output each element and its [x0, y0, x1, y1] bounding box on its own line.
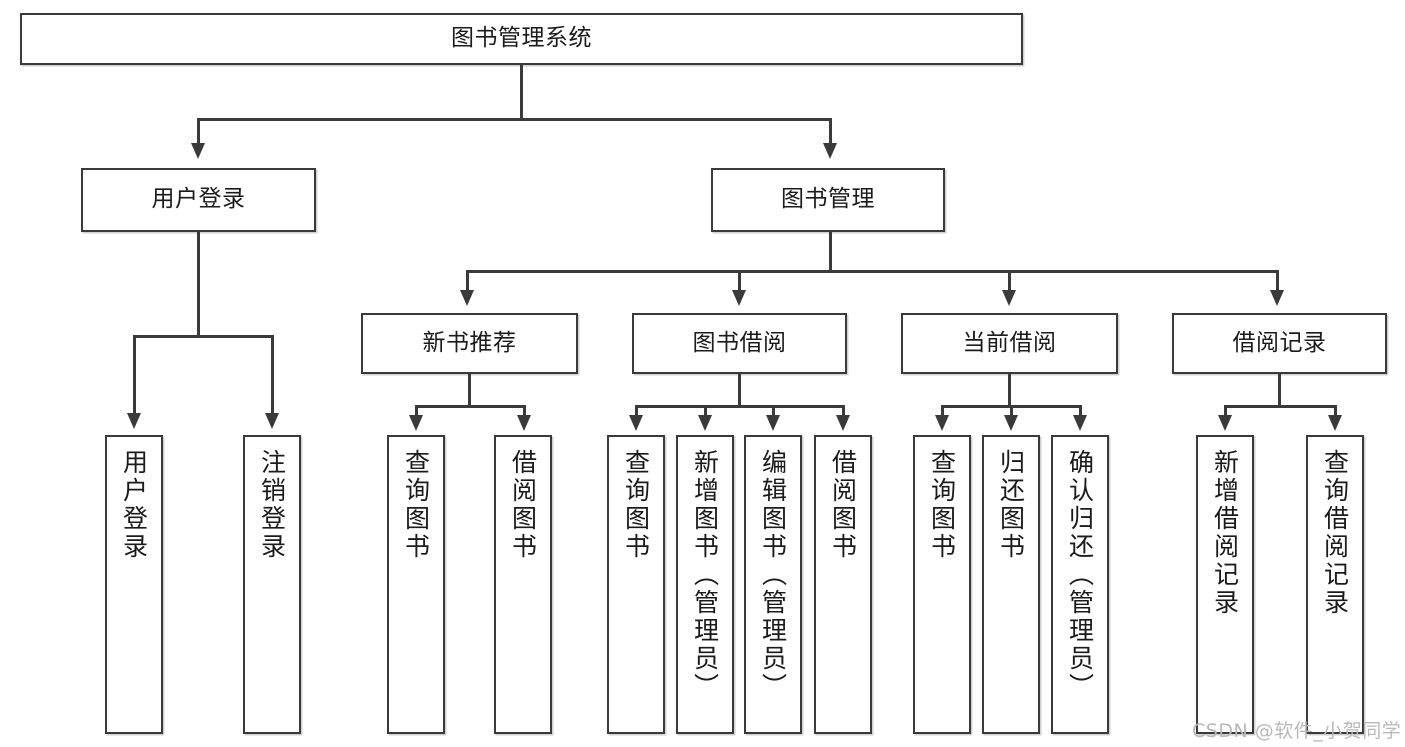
edge-bb-drop-1: [635, 405, 638, 417]
node-label: 用户登录: [151, 186, 246, 213]
edge-root-bus: [197, 118, 831, 121]
node-label: 图书管理系统: [451, 25, 592, 52]
leaf-bb-borrow-book[interactable]: 借阅图书: [814, 435, 872, 734]
node-book-borrow[interactable]: 图书借阅: [632, 313, 847, 374]
arrowhead-new-book-recommend: [460, 290, 474, 306]
node-label: 查询图书: [927, 449, 957, 561]
node-label: 新书推荐: [422, 329, 517, 356]
edge-br-drop-1: [1224, 405, 1227, 417]
edge-br-stem: [1278, 374, 1281, 407]
leaf-br-query-record[interactable]: 查询借阅记录: [1306, 435, 1364, 734]
node-label: 图书借阅: [692, 329, 787, 356]
node-new-book-recommend[interactable]: 新书推荐: [361, 313, 578, 374]
edge-bb-bus: [635, 405, 845, 408]
leaf-br-add-record[interactable]: 新增借阅记录: [1196, 435, 1254, 734]
edge-bb-stem: [738, 374, 741, 407]
arrowhead-book-borrow: [732, 290, 746, 306]
node-label: 新增图书（管理员）: [690, 449, 720, 701]
edge-root-to-book-management: [829, 118, 832, 145]
node-label: 新增借阅记录: [1210, 449, 1240, 617]
node-label: 编辑图书（管理员）: [758, 449, 788, 701]
node-book-management[interactable]: 图书管理: [711, 168, 945, 232]
arrowhead-leaf-add-borrow-record: [1218, 415, 1232, 431]
edge-user-login-stem: [197, 232, 200, 337]
node-label: 查询借阅记录: [1320, 449, 1350, 617]
node-label: 查询图书: [401, 449, 431, 561]
node-label: 注销登录: [257, 449, 287, 561]
arrowhead-book-management: [823, 143, 837, 159]
edge-nbr-drop-2: [523, 405, 526, 417]
arrowhead-leaf-user-login: [127, 413, 141, 429]
edge-root-stem: [520, 65, 523, 120]
edge-nbr-stem: [468, 374, 471, 407]
edge-bm-drop-new-book: [466, 270, 469, 292]
leaf-cb-query-book[interactable]: 查询图书: [913, 435, 971, 734]
leaf-cb-return-book[interactable]: 归还图书: [982, 435, 1040, 734]
arrowhead-leaf-query-book-nbr: [409, 415, 423, 431]
edge-nbr-bus: [415, 405, 525, 408]
arrowhead-borrow-record: [1270, 290, 1284, 306]
arrowhead-leaf-borrow-book-bb: [836, 415, 850, 431]
node-label: 当前借阅: [962, 329, 1057, 356]
arrowhead-leaf-logout: [265, 413, 279, 429]
arrowhead-user-login: [191, 143, 205, 159]
csdn-watermark: CSDN @软件_小贺同学: [1192, 720, 1402, 742]
edge-bm-drop-book-borrow: [738, 270, 741, 292]
node-borrow-record[interactable]: 借阅记录: [1172, 313, 1387, 374]
leaf-logout[interactable]: 注销登录: [243, 435, 301, 734]
edge-bb-drop-3: [772, 405, 775, 417]
node-label: 查询图书: [621, 449, 651, 561]
arrowhead-leaf-query-borrow-record: [1328, 415, 1342, 431]
edge-bm-drop-borrow-record: [1276, 270, 1279, 292]
arrowhead-leaf-confirm-return: [1073, 415, 1087, 431]
arrowhead-leaf-query-book-cb: [935, 415, 949, 431]
leaf-bb-edit-book[interactable]: 编辑图书（管理员）: [744, 435, 802, 734]
leaf-bb-add-book[interactable]: 新增图书（管理员）: [676, 435, 734, 734]
edge-book-management-bus: [466, 270, 1278, 273]
edge-user-login-bus: [133, 335, 273, 338]
node-label: 借阅记录: [1232, 329, 1327, 356]
edge-br-bus: [1224, 405, 1336, 408]
edge-user-login-drop-1: [133, 335, 136, 415]
node-root-book-management-system[interactable]: 图书管理系统: [20, 13, 1023, 65]
leaf-nbr-query-book[interactable]: 查询图书: [387, 435, 445, 734]
edge-cb-stem: [1008, 374, 1011, 407]
edge-br-drop-2: [1334, 405, 1337, 417]
arrowhead-leaf-query-book-bb: [629, 415, 643, 431]
arrowhead-leaf-add-book: [698, 415, 712, 431]
node-label: 归还图书: [996, 449, 1026, 561]
node-label: 图书管理: [781, 186, 875, 213]
arrowhead-leaf-edit-book: [766, 415, 780, 431]
edge-user-login-drop-2: [271, 335, 274, 415]
edge-bb-drop-2: [704, 405, 707, 417]
edge-cb-drop-1: [941, 405, 944, 417]
edge-book-management-stem: [829, 232, 832, 272]
edge-cb-drop-3: [1079, 405, 1082, 417]
edge-bb-drop-4: [842, 405, 845, 417]
node-current-borrow[interactable]: 当前借阅: [901, 313, 1118, 374]
leaf-cb-confirm-return[interactable]: 确认归还（管理员）: [1051, 435, 1109, 734]
node-label: 借阅图书: [828, 449, 858, 561]
leaf-user-login[interactable]: 用户登录: [105, 435, 163, 734]
node-user-login[interactable]: 用户登录: [81, 168, 316, 232]
node-label: 借阅图书: [508, 449, 538, 561]
edge-root-to-user-login: [197, 118, 200, 145]
edge-nbr-drop-1: [415, 405, 418, 417]
node-label: 用户登录: [119, 449, 149, 561]
leaf-bb-query-book[interactable]: 查询图书: [607, 435, 665, 734]
arrowhead-leaf-return-book: [1004, 415, 1018, 431]
arrowhead-current-borrow: [1002, 290, 1016, 306]
arrowhead-leaf-borrow-book-nbr: [517, 415, 531, 431]
edge-cb-drop-2: [1010, 405, 1013, 417]
node-label: 确认归还（管理员）: [1065, 449, 1095, 701]
edge-bm-drop-current-borrow: [1008, 270, 1011, 292]
leaf-nbr-borrow-book[interactable]: 借阅图书: [494, 435, 552, 734]
